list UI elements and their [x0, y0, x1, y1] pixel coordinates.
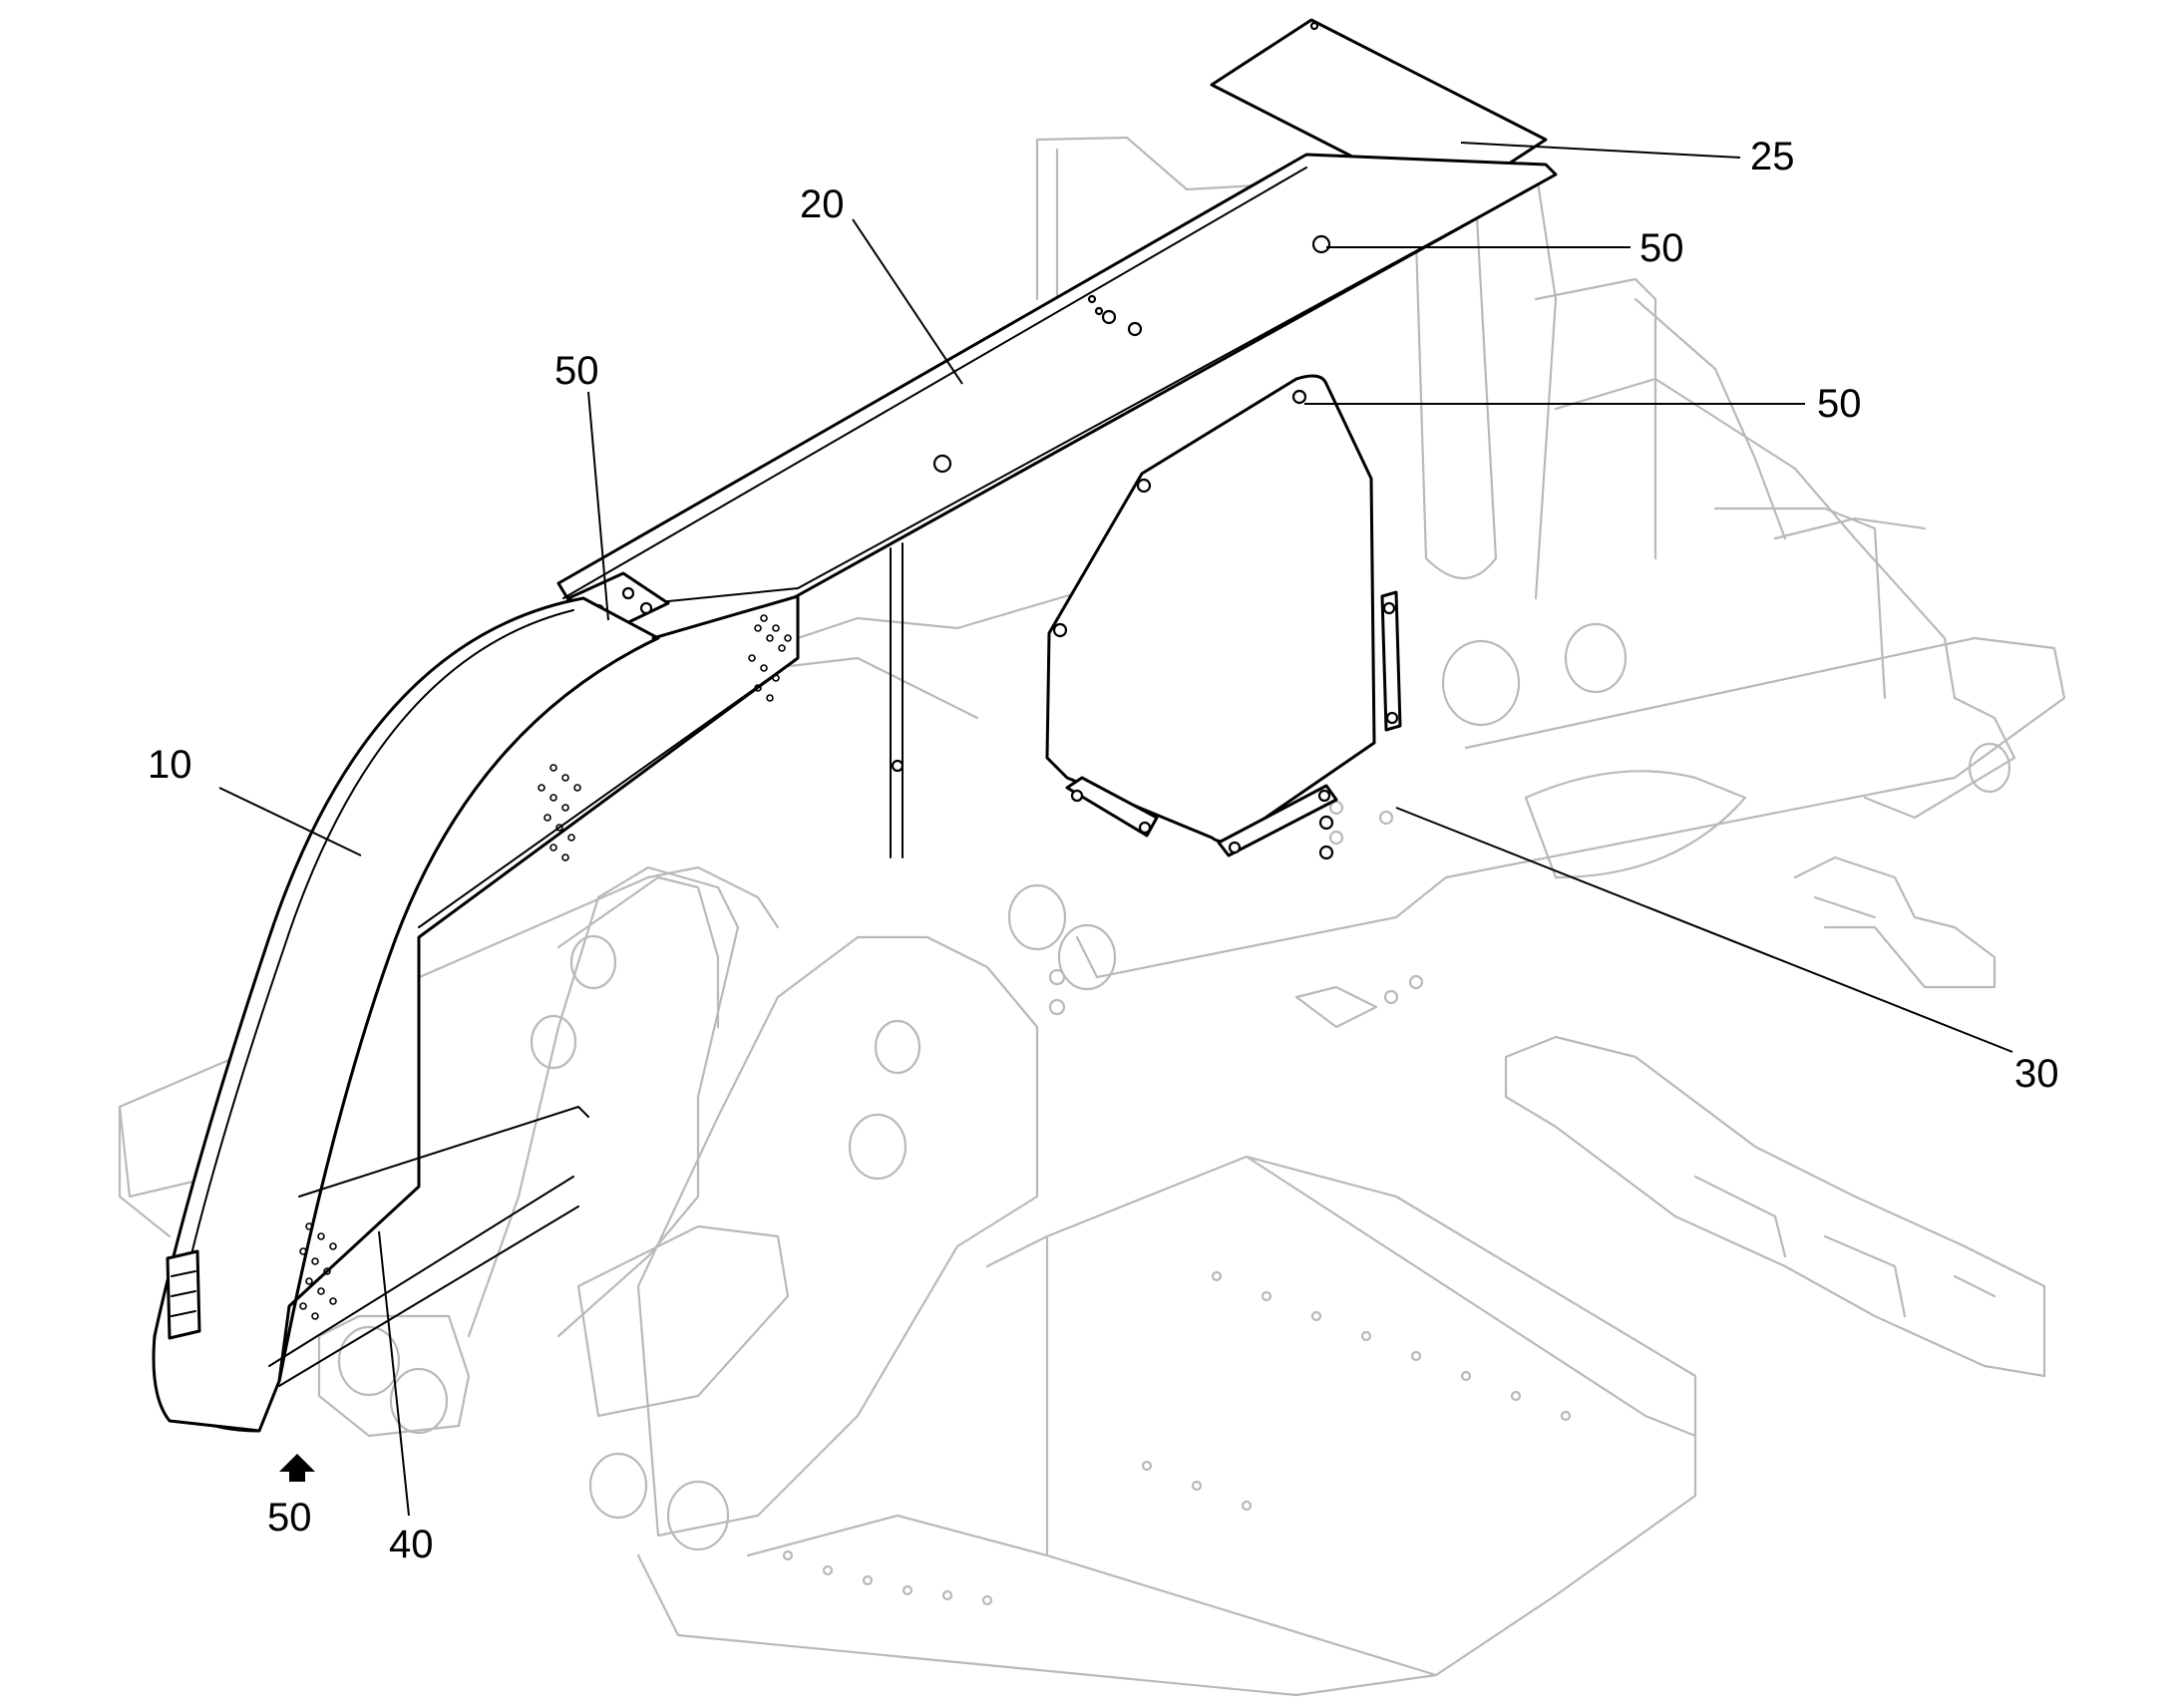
callout-30: 30: [2014, 1052, 2059, 1096]
leader-lines: [218, 142, 2013, 1517]
callout-40: 40: [389, 1523, 434, 1566]
arrow-up-icon: [279, 1454, 315, 1482]
machine-frame-background: [118, 136, 2066, 1697]
callout-50-bottom: 50: [267, 1496, 312, 1539]
part-40-side-panel: [268, 594, 800, 1387]
callout-50-hinge: 50: [554, 349, 599, 393]
perforation-grid: [299, 614, 792, 1320]
callout-25: 25: [1750, 135, 1795, 178]
callout-50-top-right: 50: [1639, 226, 1684, 270]
callout-10: 10: [148, 743, 192, 787]
callout-50-cover: 50: [1817, 382, 1862, 426]
part-30-cover-plate: [1045, 374, 1402, 860]
callout-20: 20: [800, 182, 845, 226]
